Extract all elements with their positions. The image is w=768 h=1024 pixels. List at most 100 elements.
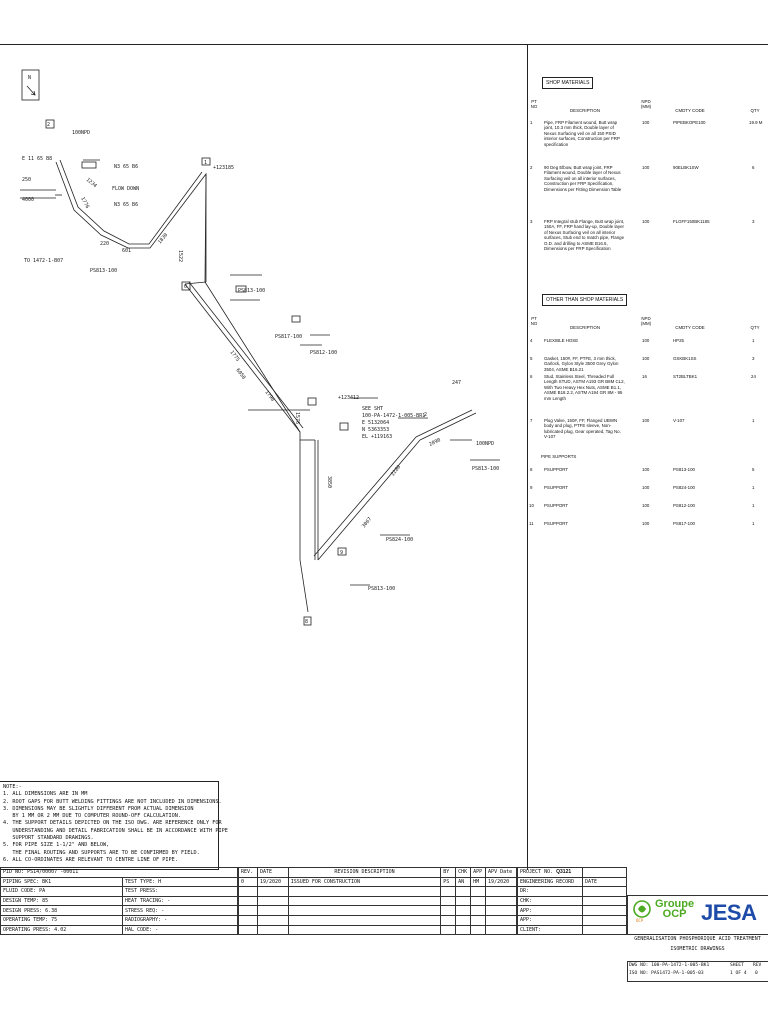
to-line-label: TO 1472-1-B07 [24, 258, 63, 264]
row-desc: PSUPPORT [544, 503, 569, 508]
row-npd: 16 [642, 374, 647, 379]
iso-no: ISO NO: PAS1472-PA-1-005-03 [629, 971, 704, 976]
chk-cell: AN [455, 876, 472, 888]
dim-label: 1776 [79, 196, 90, 209]
hdr-code: CMDTY CODE [675, 325, 705, 330]
row-desc: Plug Valve, 150#, FF, Flanged UBWN body … [544, 418, 621, 440]
coord-label: E 11 65 B8 [22, 156, 52, 162]
dim-label: 1234 [85, 177, 98, 189]
title-block: PID NO: PS14/00007 -00011 PIPING SPEC: B… [0, 867, 768, 984]
ocp-emblem-icon: OCP [633, 900, 651, 923]
notes-block: NOTE:- 1. ALL DIMENSIONS ARE IN MM 2. RO… [0, 781, 228, 870]
row-desc: PSUPPORT [544, 485, 569, 490]
isometric-drawing: N 2 100NPD E 11 65 B8 N3 65 B6 N3 65 B6 … [20, 69, 500, 626]
row-npd: 100 [642, 219, 650, 224]
hdr-pt: PT NO [530, 316, 538, 326]
dim-label: 3067 [361, 516, 373, 529]
row-code: FLGFF150BK1185 [673, 219, 710, 224]
row-desc: 90 Deg Elbow, Butt wrap joint, FRP Filam… [544, 165, 622, 192]
dim-label: 1775 [228, 350, 240, 363]
app-header: APP [470, 867, 487, 878]
hdr-npd: NPD (MM) [640, 99, 652, 109]
row-pt: 2 [530, 165, 533, 170]
client-field: CLIENT: [517, 924, 583, 936]
drawing-title: GENERALISATION PHOSPHORIQUE ACID TREATME… [627, 934, 768, 954]
row-desc: PSUPPORT [544, 521, 569, 526]
design-data-table: PID NO: PS14/00007 -00011 PIPING SPEC: B… [0, 867, 238, 936]
chk-field: CHK: [517, 895, 583, 907]
hdr-qty: QTY [750, 325, 760, 330]
row-qty: 1 [752, 503, 755, 508]
callout-label: 6 [184, 284, 187, 290]
support-label: PS813-100 [238, 288, 265, 294]
apv-date-header: APV Date [485, 867, 517, 878]
row-code: HP25 [673, 338, 684, 343]
project-no-label: PROJECT NO. [520, 869, 554, 876]
stress-req: STRESS REQ: - [122, 905, 238, 916]
row-npd: 100 [642, 356, 650, 361]
pipe-supports-label: PIPE SUPPORTS [541, 454, 577, 459]
row-qty: 3 [752, 219, 755, 224]
heat-tracing: HEAT TRACING: - [122, 895, 238, 907]
pid-no: PID NO: PS14/00007 -00011 [0, 867, 238, 878]
row-npd: 100 [642, 120, 650, 125]
north-label: N [28, 75, 31, 81]
engineering-record: ENGINEERING RECORD [517, 876, 583, 888]
row-code: PS817-100 [673, 521, 695, 526]
title-line-2: ISOMETRIC DRAWINGS [670, 946, 725, 952]
app-cell: HM [470, 876, 487, 888]
row-qty: 6 [752, 165, 755, 170]
support-label: PS813-100 [90, 268, 117, 274]
operating-temp: OPERATING TEMP: 75 [0, 914, 123, 926]
title-line-1: GENERALISATION PHOSPHORIQUE ACID TREATME… [634, 936, 761, 942]
row-npd: 100 [642, 503, 650, 508]
row-pt: 7 [530, 418, 533, 423]
rev-header: REV. [238, 867, 258, 878]
record-date: DATE [582, 876, 627, 888]
chk-header: CHK [455, 867, 472, 878]
apv-date-cell: 19/2020 [485, 876, 517, 888]
flow-label: FLOW DOWN [112, 186, 139, 192]
svg-text:OCP: OCP [636, 918, 644, 923]
row-pt: 4 [530, 338, 533, 343]
date-header: DATE [256, 867, 289, 878]
dwg-no: DWG NO: 100-PA-1472-1-005-BK1 [629, 963, 710, 968]
hdr-npd: NPD (MM) [640, 316, 652, 326]
dim-label: 3850 [326, 476, 332, 488]
north-arrow-box [21, 69, 40, 101]
by-header: BY [440, 867, 457, 878]
logo-box [627, 895, 768, 935]
dim-label: 1830 [157, 232, 169, 245]
row-npd: 100 [642, 418, 650, 423]
support-label: PS813-100 [368, 586, 395, 592]
row-qty: 3 [752, 356, 755, 361]
support-label: PS812-100 [310, 350, 337, 356]
elevation-label: +123185 [213, 165, 234, 171]
row-desc: Pipe, FRP Filament wound, Butt wrap join… [544, 120, 620, 147]
see-sheet-e: E 5132064 [362, 420, 389, 426]
dim-label: 2 [424, 412, 427, 418]
rev-desc-cell: ISSUED FOR CONSTRUCTION [287, 876, 442, 888]
elevation-label: +123412 [338, 395, 359, 401]
dim-label: 1522 [177, 250, 183, 262]
test-press: TEST PRESS: [122, 886, 238, 897]
row-code: 90ELBK1SW [673, 165, 699, 170]
hdr-code: CMDTY CODE [675, 108, 705, 113]
see-sheet-label: SEE SHT [362, 406, 383, 412]
project-no-value: Q3121 [556, 869, 572, 876]
hdr-qty: QTY [750, 108, 760, 113]
callout-label: 2 [47, 122, 50, 128]
hdr-pt: PT NO [530, 99, 538, 109]
revision-table: REV. DATE REVISION DESCRIPTION BY CHK AP… [238, 867, 517, 936]
support-label: PS817-100 [275, 334, 302, 340]
see-sheet-ref: 100-PA-1472-1-005-BR1 [362, 413, 425, 419]
row-code: PS813-100 [673, 467, 695, 472]
shop-materials-label: SHOP MATERIALS [542, 77, 594, 89]
operating-press: OPERATING PRESS: 4.02 [0, 924, 123, 936]
row-desc: FLEXIBLE HOSE [544, 338, 579, 343]
test-type: TEST TYPE: H [122, 876, 238, 888]
jesa-logo: JESA [701, 900, 757, 925]
design-press: DESIGN PRESS: 6.38 [0, 905, 123, 916]
row-pt: 3 [530, 219, 533, 224]
npd-label: 100NPD [72, 130, 90, 136]
